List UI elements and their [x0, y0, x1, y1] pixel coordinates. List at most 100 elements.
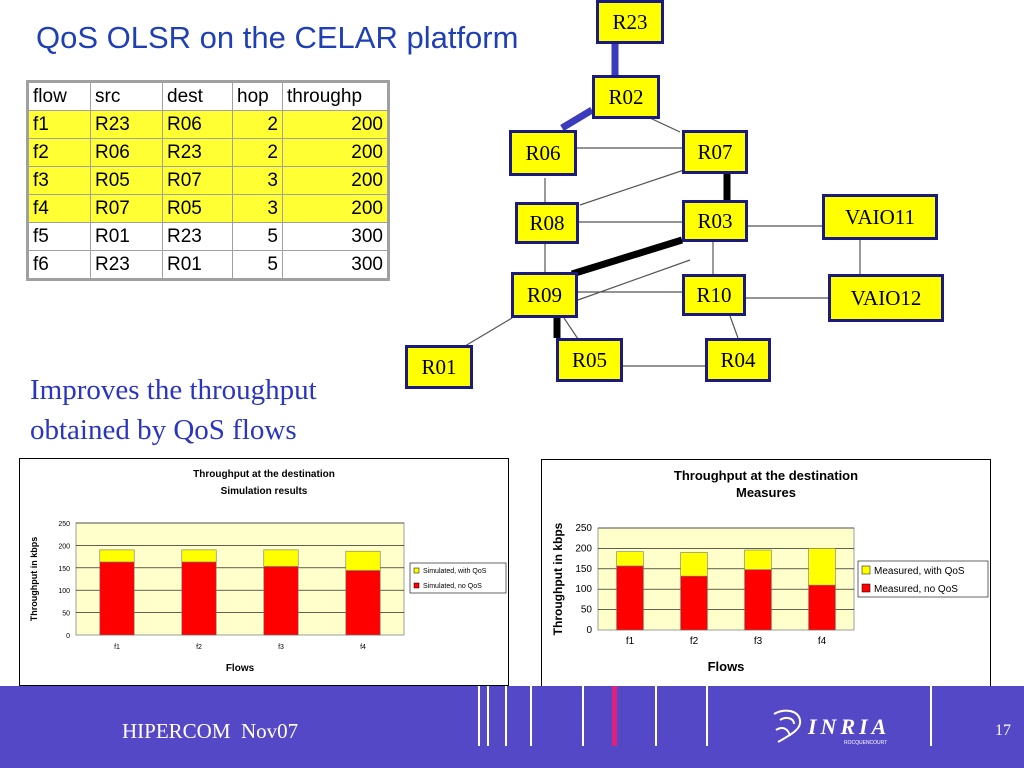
footer-divider — [930, 686, 932, 746]
node-r02: R02 — [592, 75, 660, 119]
flow-table: flow src dest hop throughp f1 R23 R06 2 … — [26, 80, 390, 281]
footer-text: HIPERCOM Nov07 — [122, 719, 299, 743]
bar-segment — [616, 565, 644, 631]
link — [464, 317, 513, 347]
table-row: f4 R07 R05 3 200 — [28, 194, 388, 223]
y-tick-label: 0 — [66, 633, 70, 640]
bar-segment — [263, 549, 299, 567]
bar-segment — [263, 566, 299, 636]
cell-flow: f2 — [28, 138, 91, 167]
legend-box — [409, 562, 507, 594]
y-tick-label: 50 — [581, 605, 593, 616]
cell-dest: R06 — [162, 110, 233, 139]
cell-src: R23 — [90, 250, 163, 279]
node-r07: R07 — [682, 130, 748, 174]
cell-throughput: 300 — [282, 222, 388, 251]
legend-label: Measured, no QoS — [874, 584, 958, 595]
x-tick-label: f2 — [196, 644, 202, 651]
cell-src: R06 — [90, 138, 163, 167]
bar-segment — [99, 561, 135, 636]
cell-throughput: 200 — [282, 110, 388, 139]
y-tick-label: 100 — [575, 584, 592, 595]
bar-segment — [680, 575, 708, 631]
legend-label: Measured, with QoS — [874, 566, 965, 577]
chart-simulation-svg: Throughput at the destinationSimulation … — [29, 469, 507, 674]
footer-accent-bar — [612, 686, 617, 746]
chart-subtitle: Measures — [736, 485, 796, 500]
chart-measures-svg: Throughput at the destinationMeasures050… — [551, 468, 989, 674]
node-r23: R23 — [596, 0, 664, 44]
x-tick-label: f1 — [626, 636, 635, 647]
footer-divider — [478, 686, 480, 746]
footer-divider — [530, 686, 532, 746]
header-dest: dest — [162, 82, 233, 111]
cell-src: R05 — [90, 166, 163, 195]
cell-dest: R01 — [162, 250, 233, 279]
x-tick-label: f4 — [818, 636, 827, 647]
cell-hop: 3 — [232, 194, 283, 223]
bar-segment — [345, 550, 381, 571]
y-tick-label: 50 — [62, 611, 70, 618]
bar-segment — [744, 569, 772, 631]
bar-segment — [181, 549, 217, 563]
node-r03: R03 — [682, 200, 748, 242]
cell-hop: 5 — [232, 250, 283, 279]
node-r06: R06 — [509, 130, 577, 176]
node-vaio11: VAIO11 — [822, 194, 938, 240]
footer-bar — [0, 686, 1024, 768]
chart-title: Throughput at the destination — [193, 469, 335, 480]
legend-box — [857, 560, 989, 598]
legend-swatch — [861, 583, 871, 593]
footer-divider — [706, 686, 708, 746]
table-row: f1 R23 R06 2 200 — [28, 110, 388, 139]
cell-hop: 2 — [232, 138, 283, 167]
bar-segment — [345, 570, 381, 636]
header-flow: flow — [28, 82, 91, 111]
footer-divider — [505, 686, 507, 746]
footer-divider — [582, 686, 584, 746]
y-tick-label: 200 — [58, 543, 70, 550]
y-tick-label: 250 — [58, 521, 70, 528]
node-r01: R01 — [405, 345, 473, 389]
legend-swatch — [413, 567, 420, 574]
bar-segment — [808, 584, 836, 631]
y-tick-label: 150 — [58, 566, 70, 573]
cell-dest: R23 — [162, 138, 233, 167]
inria-emblem-icon — [773, 709, 802, 743]
cell-flow: f4 — [28, 194, 91, 223]
x-axis-label: Flows — [226, 663, 255, 674]
x-axis-label: Flows — [708, 659, 745, 674]
node-r10: R10 — [682, 274, 746, 316]
table-header-row: flow src dest hop throughp — [28, 82, 388, 111]
legend-label: Simulated, no QoS — [423, 583, 482, 590]
table-row: f6 R23 R01 5 300 — [28, 250, 388, 279]
legend-swatch — [861, 565, 871, 575]
bar-segment — [99, 549, 135, 563]
cell-hop: 5 — [232, 222, 283, 251]
link — [649, 117, 681, 133]
node-r04: R04 — [705, 338, 771, 382]
footer-divider — [487, 686, 489, 746]
cell-hop: 2 — [232, 110, 283, 139]
cell-dest: R05 — [162, 194, 233, 223]
cell-throughput: 200 — [282, 166, 388, 195]
bar-segment — [680, 552, 708, 577]
legend-label: Simulated, with QoS — [423, 568, 487, 575]
inria-logo-subtext: ROCQUENCOURT — [844, 740, 887, 746]
y-tick-label: 250 — [575, 523, 592, 534]
node-r08: R08 — [515, 202, 579, 244]
cell-hop: 3 — [232, 166, 283, 195]
cell-flow: f1 — [28, 110, 91, 139]
y-tick-label: 200 — [575, 543, 592, 554]
node-r09: R09 — [511, 272, 578, 318]
header-src: src — [90, 82, 163, 111]
x-tick-label: f1 — [114, 644, 120, 651]
bar-segment — [744, 549, 772, 570]
page-number: 17 — [995, 722, 1011, 739]
bar-segment — [808, 548, 836, 586]
inria-logo-text: INRIA — [807, 714, 890, 739]
table-row: f3 R05 R07 3 200 — [28, 166, 388, 195]
cell-flow: f5 — [28, 222, 91, 251]
